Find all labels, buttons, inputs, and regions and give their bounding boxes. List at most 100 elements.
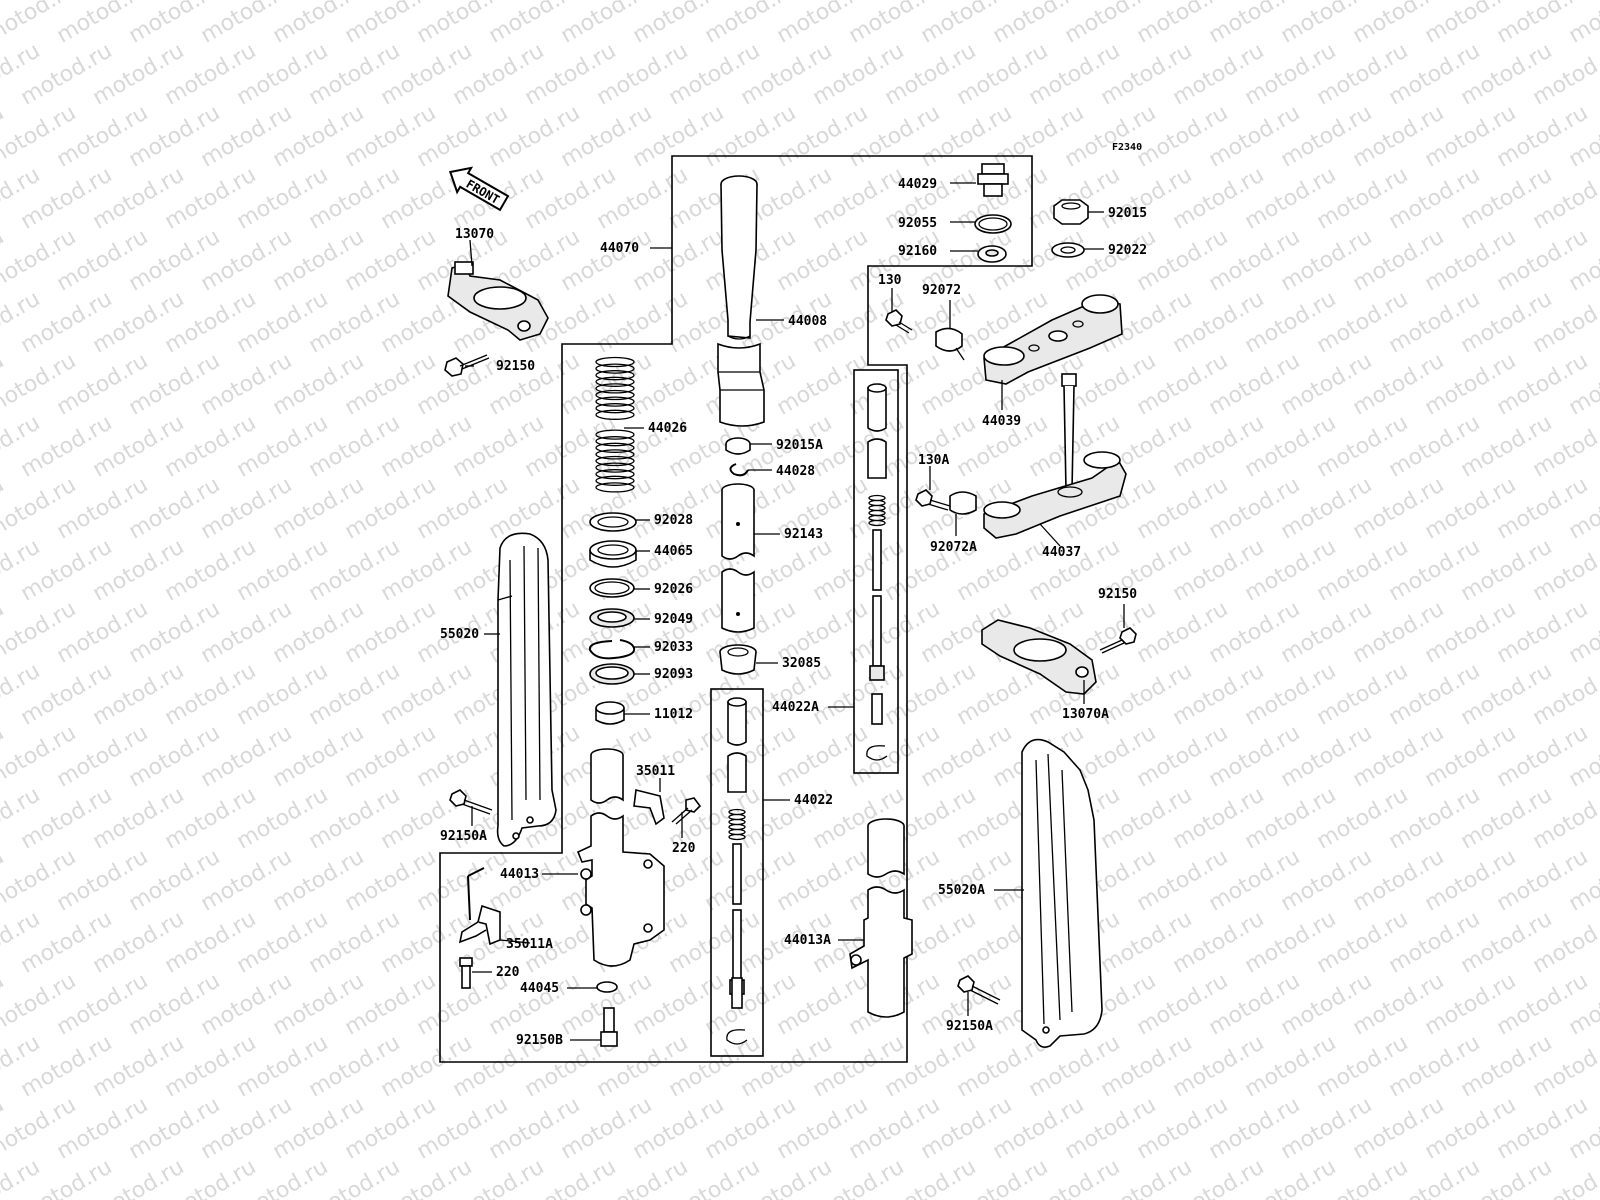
label-44070: 44070 — [600, 241, 639, 256]
label-11012: 11012 — [654, 707, 693, 722]
label-92143: 92143 — [784, 527, 823, 542]
label-92028: 92028 — [654, 513, 693, 528]
bracket-35011 — [633, 789, 665, 826]
piece-32085 — [719, 644, 757, 675]
washer-92160 — [977, 245, 1007, 263]
rod-spring-coil — [868, 514, 886, 522]
fork-guard-55020 — [496, 532, 557, 847]
damper-rod-44022A — [866, 383, 888, 761]
front-direction-arrow: FRONT — [448, 166, 510, 212]
rod-top-cap — [867, 383, 887, 393]
nut-92015 — [1053, 199, 1089, 225]
rod-spring-coil — [728, 823, 746, 831]
label-92150B: 92150B — [516, 1033, 563, 1048]
rod-spring-coil — [728, 818, 746, 826]
rod-spring-coil — [868, 504, 886, 512]
label-92015: 92015 — [1108, 206, 1147, 221]
nut-92015A — [725, 437, 751, 455]
label-44022: 44022 — [794, 793, 833, 808]
spring-coil — [595, 455, 635, 467]
rod-spring-coil — [728, 833, 746, 841]
rod-spring-coil — [868, 494, 886, 502]
washer-92026-inner — [594, 581, 630, 595]
lower-leg-44013A — [849, 818, 913, 1018]
spring-coil — [595, 356, 635, 368]
steering-stem-44037 — [983, 373, 1127, 539]
label-44013A: 44013A — [784, 933, 831, 948]
bolt-220-lower — [459, 957, 473, 989]
bolt-220-upper — [671, 797, 702, 825]
label-92093: 92093 — [654, 667, 693, 682]
rod-valve — [871, 693, 883, 725]
label-44065: 44065 — [654, 544, 693, 559]
label-130A: 130A — [918, 453, 949, 468]
label-55020A: 55020A — [938, 883, 985, 898]
leader-lines — [465, 182, 1125, 1041]
label-92150-top: 92150 — [496, 359, 535, 374]
seal-92049 — [589, 608, 635, 628]
spacer-92143 — [721, 483, 755, 633]
label-92049: 92049 — [654, 612, 693, 627]
label-92033: 92033 — [654, 640, 693, 655]
rod-spring-coil — [728, 828, 746, 836]
spring-coil — [595, 462, 635, 473]
label-13070A: 13070A — [1062, 707, 1109, 722]
rod-spring-coil — [868, 519, 886, 527]
part-number-labels: 13070 92150 44070 44008 44029 92055 9216… — [440, 177, 1147, 1048]
bushing-11012 — [595, 701, 625, 725]
label-32085: 32085 — [782, 656, 821, 671]
rod-piston — [869, 665, 885, 681]
label-92150A-left: 92150A — [440, 829, 487, 844]
lower-leg-44013 — [576, 748, 665, 967]
label-130: 130 — [878, 273, 902, 288]
clip-92072 — [935, 327, 965, 361]
cartridge-44022-box — [710, 688, 764, 1057]
label-92150-right: 92150 — [1098, 587, 1137, 602]
rod-spring-coil — [868, 509, 886, 517]
damper-rod-44022 — [726, 697, 748, 1045]
label-92160: 92160 — [898, 244, 937, 259]
label-35011A: 35011A — [506, 937, 553, 952]
bolt-92150A-left — [449, 789, 493, 815]
clip-92072A — [949, 491, 977, 515]
circlip-92033 — [588, 639, 636, 660]
rod-mid-segment — [867, 438, 887, 479]
label-220-upper: 220 — [672, 841, 696, 856]
label-44029: 44029 — [898, 177, 937, 192]
label-220-lower: 220 — [496, 965, 520, 980]
cartridge-44022A-box — [853, 369, 899, 774]
bolt-130 — [885, 309, 913, 334]
fork-assembly-outline — [439, 155, 1033, 1063]
bushing-44065 — [589, 540, 637, 568]
spring-coil — [595, 409, 635, 420]
rod-shaft — [732, 843, 742, 905]
spring-44026 — [595, 356, 635, 493]
upper-triple-clamp-44039 — [983, 294, 1123, 385]
dust-seal-92093 — [589, 663, 635, 685]
top-cap-44029 — [977, 163, 1009, 197]
o-ring-92055-inner — [978, 217, 1008, 231]
spring-coil — [595, 469, 635, 480]
bracket-35011A — [458, 867, 501, 946]
spring-coil — [595, 475, 635, 486]
rod-spring-coil — [728, 813, 746, 821]
rod-mid-segment — [727, 752, 747, 793]
label-44008: 44008 — [788, 314, 827, 329]
label-44022A: 44022A — [772, 700, 819, 715]
washer-92022 — [1051, 242, 1085, 258]
label-44013: 44013 — [500, 867, 539, 882]
label-44037: 44037 — [1042, 545, 1081, 560]
label-44039: 44039 — [982, 414, 1021, 429]
bolt-92150-top — [444, 354, 490, 377]
label-13070: 13070 — [455, 227, 494, 242]
spring-coil — [595, 436, 635, 447]
rod-shaft — [872, 529, 882, 591]
label-35011: 35011 — [636, 764, 675, 779]
lower-clamp-13070A — [981, 619, 1097, 695]
spring-coil — [595, 389, 635, 401]
diagram-code: F2340 — [1112, 142, 1142, 153]
label-92015A: 92015A — [776, 438, 823, 453]
spring-coil — [595, 449, 635, 460]
label-92055: 92055 — [898, 216, 937, 231]
